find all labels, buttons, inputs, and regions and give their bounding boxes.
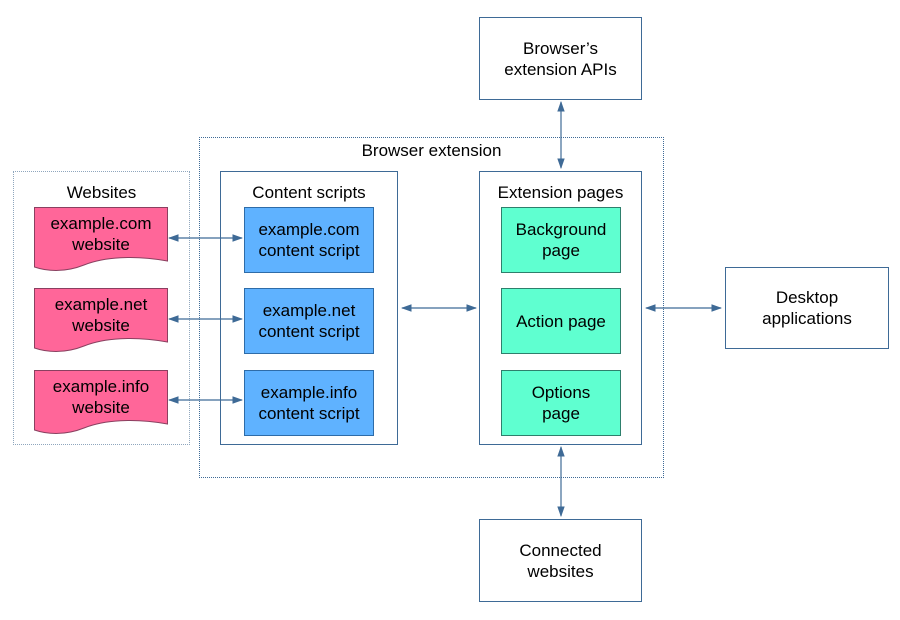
website-doc-info-line2: website: [72, 398, 130, 417]
website-doc-com: example.com website: [34, 207, 168, 273]
content-script-net-line2: content script: [258, 322, 360, 341]
desktop-applications-box: Desktop applications: [725, 267, 889, 349]
desktop-line2: applications: [762, 309, 852, 328]
action-page-box: Action page: [501, 288, 621, 354]
options-page-box: Options page: [501, 370, 621, 436]
extension-apis-line2: extension APIs: [504, 59, 617, 79]
content-scripts-title: Content scripts: [252, 183, 366, 202]
website-doc-com-line2: website: [72, 235, 130, 254]
website-doc-net-line1: example.net: [54, 295, 148, 314]
content-script-info: example.info content script: [244, 370, 374, 436]
content-script-info-line1: example.info: [260, 383, 358, 402]
background-page-line1: Background: [515, 220, 607, 239]
content-script-info-line2: content script: [258, 404, 360, 423]
website-doc-com-shape: [34, 207, 168, 271]
website-doc-com-line1: example.com: [50, 214, 152, 233]
background-page-box: Background page: [501, 207, 621, 273]
options-page-line2: page: [542, 404, 580, 423]
background-page-line2: page: [542, 241, 580, 260]
connected-websites-box: Connected websites: [479, 519, 642, 602]
connected-line2: websites: [527, 561, 594, 581]
content-script-com-line2: content script: [258, 241, 360, 260]
extension-pages-title: Extension pages: [497, 183, 624, 202]
website-doc-info-shape: [34, 370, 168, 434]
website-doc-net: example.net website: [34, 288, 168, 354]
desktop-line1: Desktop: [775, 288, 839, 307]
content-script-net-line1: example.net: [262, 301, 356, 320]
options-page-line1: Options: [531, 383, 591, 402]
connected-line1: Connected: [519, 540, 602, 560]
websites-title: Websites: [66, 183, 137, 202]
content-script-com: example.com content script: [244, 207, 374, 273]
extension-apis-line1: Browser’s: [523, 38, 598, 58]
browser-extension-title: Browser extension: [361, 141, 502, 160]
website-doc-net-line2: website: [72, 316, 130, 335]
website-doc-info: example.info website: [34, 370, 168, 436]
extension-apis-box: Browser’s extension APIs: [479, 17, 642, 100]
website-doc-info-line1: example.info: [52, 377, 150, 396]
website-doc-net-shape: [34, 288, 168, 352]
content-script-net: example.net content script: [244, 288, 374, 354]
content-script-com-line1: example.com: [258, 220, 360, 239]
action-page-line1: Action page: [516, 311, 606, 331]
websites-container: Websites: [13, 171, 190, 445]
